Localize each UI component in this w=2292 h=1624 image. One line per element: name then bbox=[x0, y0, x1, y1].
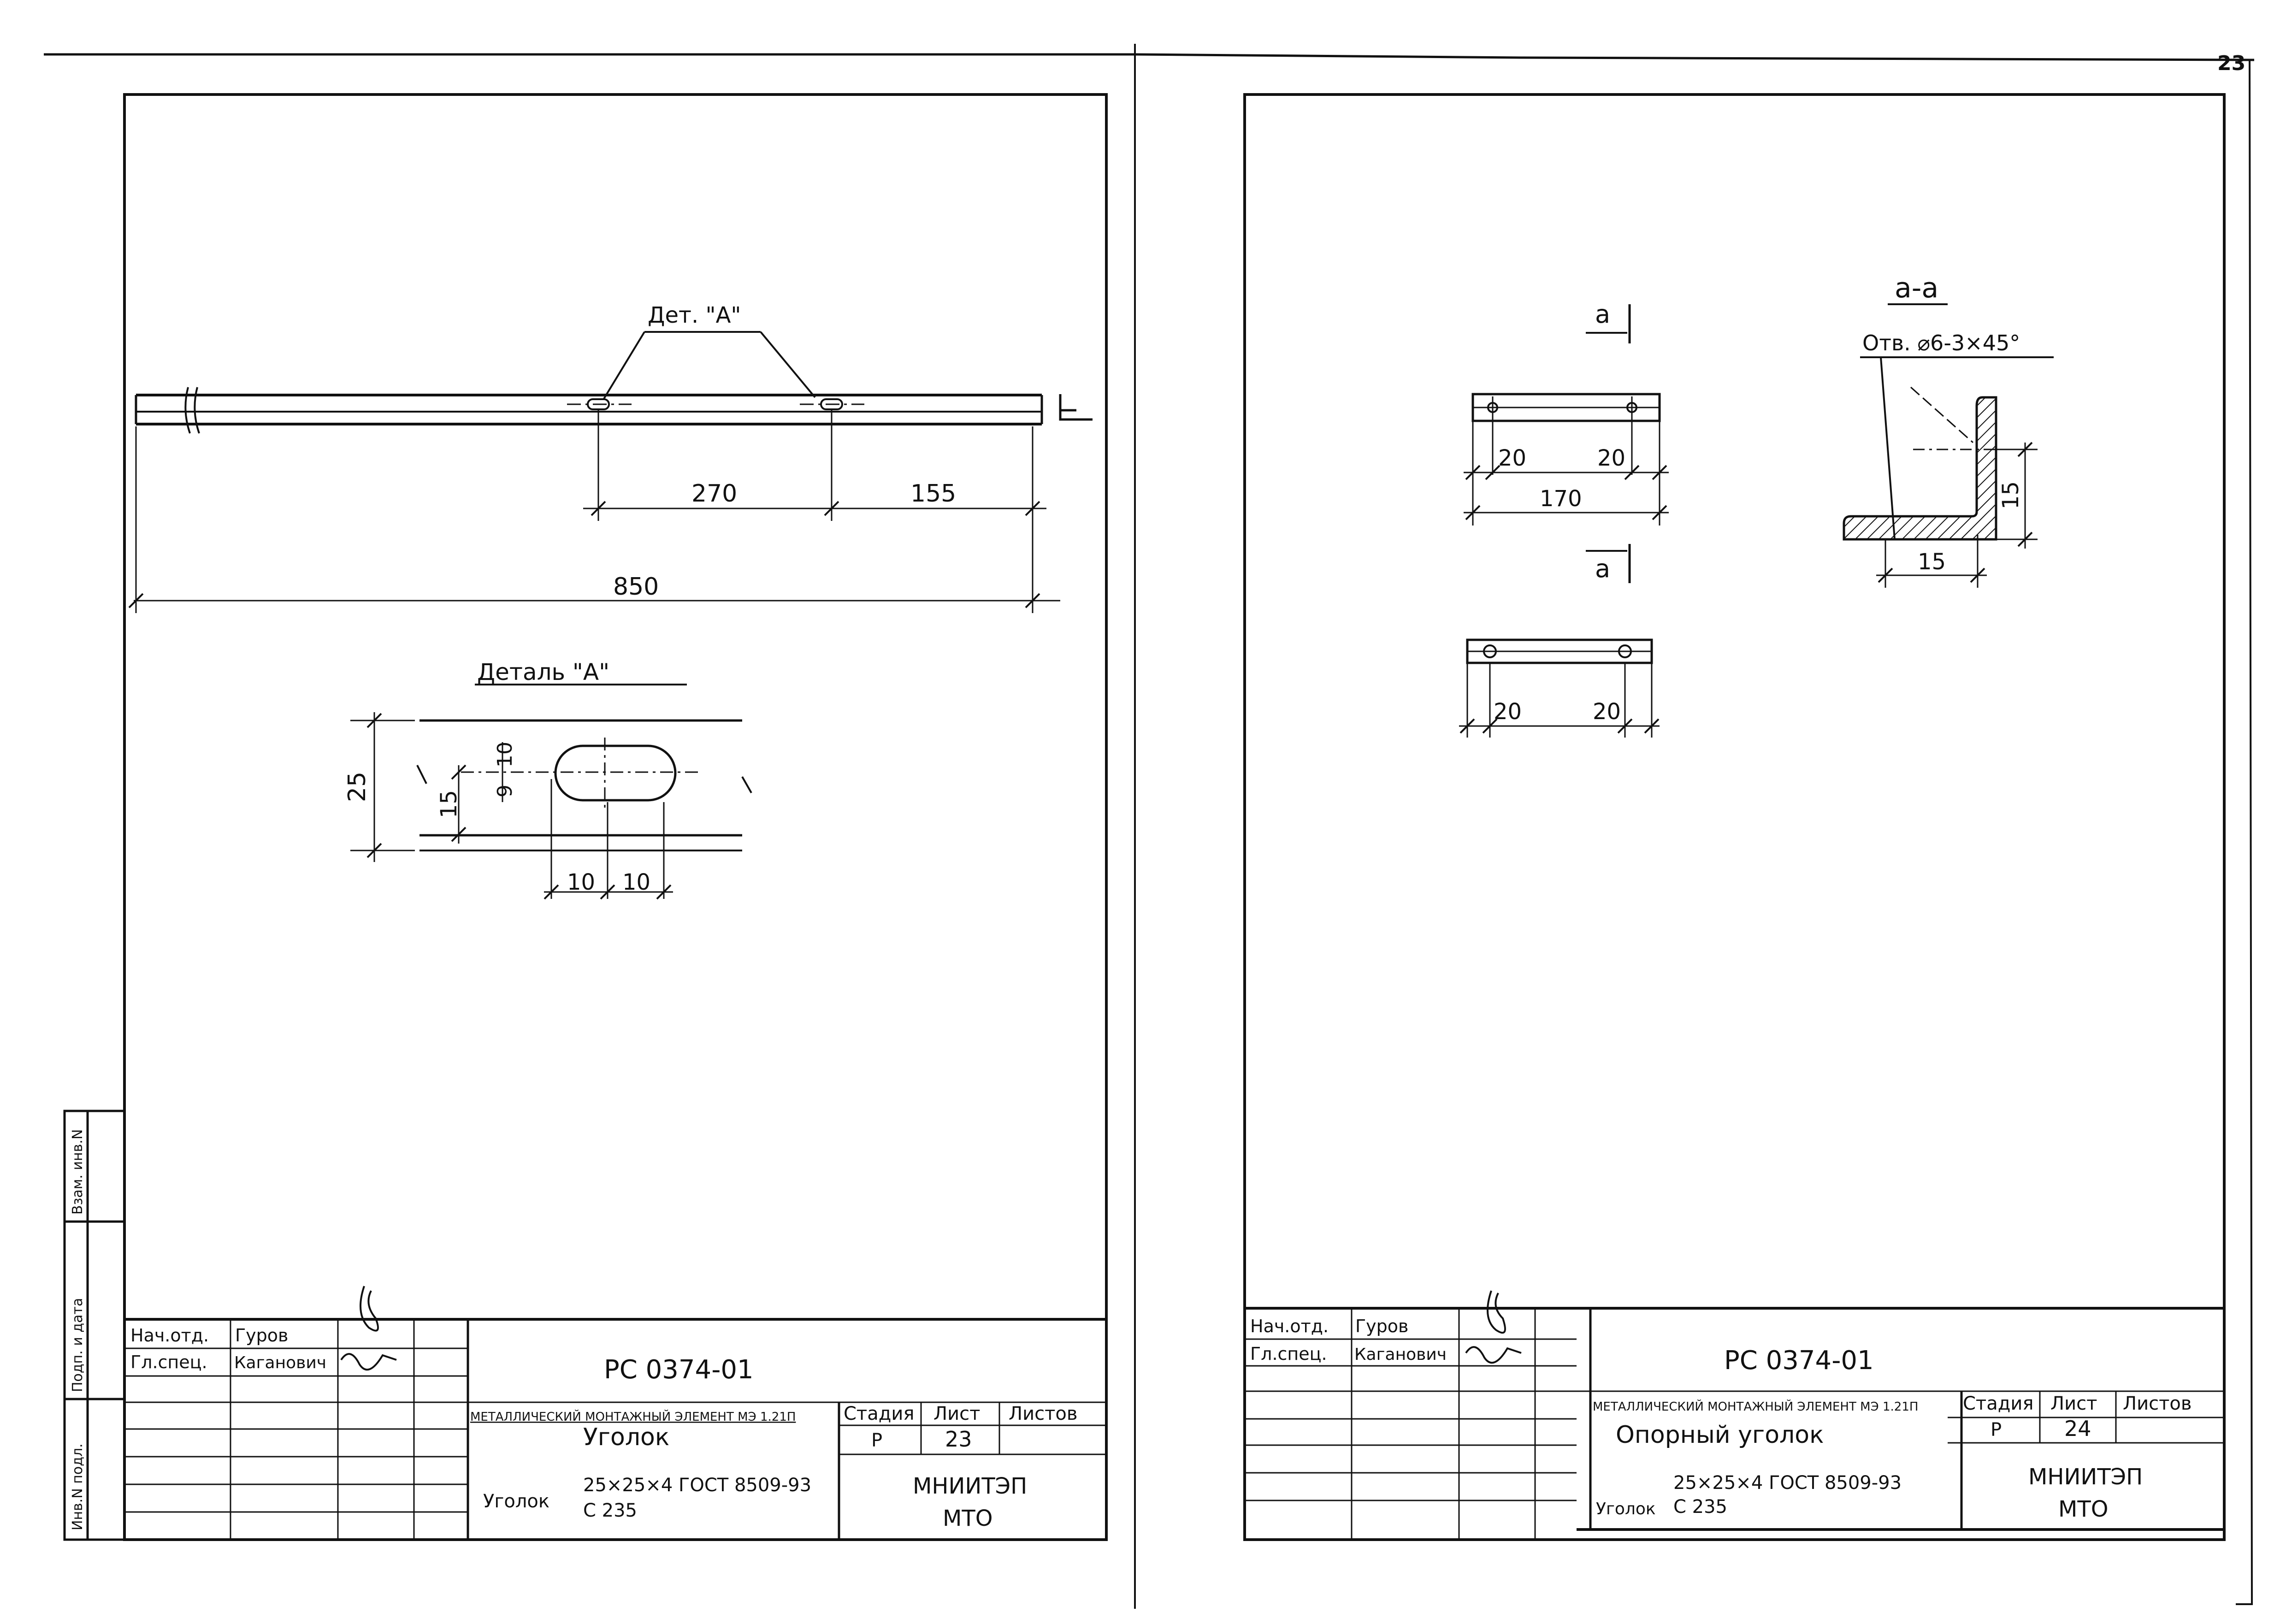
org-dept: МТО bbox=[943, 1506, 993, 1531]
right-title-block: Нач.отд. Гуров Гл.спец. Каганович РС 037… bbox=[1245, 1290, 2224, 1540]
right-sheet-frame bbox=[1243, 93, 2226, 1541]
dim-155: 155 bbox=[910, 480, 956, 508]
signature-mark-r bbox=[1465, 1290, 1522, 1364]
header-sheet: Лист bbox=[933, 1403, 980, 1424]
dim-20-left: 20 bbox=[1498, 445, 1526, 471]
dim-9: 9 bbox=[493, 785, 517, 797]
dim-170: 170 bbox=[1540, 486, 1582, 512]
section-title: а-а bbox=[1895, 272, 1938, 304]
dim-20-right: 20 bbox=[1597, 445, 1625, 471]
section-mark-bottom: а bbox=[1595, 554, 1610, 583]
bolt-hole-elev-2 bbox=[1618, 644, 1632, 658]
header-sheets: Листов bbox=[1009, 1403, 1077, 1424]
section-marks: а а bbox=[1586, 300, 1631, 583]
dim-10-a: 10 bbox=[567, 869, 595, 895]
angle-bar-elevation bbox=[135, 387, 1093, 434]
dim-10-b: 10 bbox=[622, 869, 650, 895]
part-name: Уголок bbox=[583, 1423, 669, 1451]
element-name-r: МЕТАЛЛИЧЕСКИЙ МОНТАЖНЫЙ ЭЛЕМЕНТ МЭ 1.21П bbox=[1593, 1399, 1918, 1414]
org-dept-r: МТО bbox=[2058, 1496, 2109, 1522]
profile-spec-r: 25×25×4 ГОСТ 8509-93 bbox=[1673, 1472, 1902, 1494]
dim-25: 25 bbox=[343, 772, 371, 802]
detail-break-marks bbox=[416, 765, 752, 793]
side-label-replace-inv: Взам. инв.N bbox=[70, 1129, 86, 1215]
callout-leader bbox=[603, 331, 816, 400]
header-sheet-r: Лист bbox=[2050, 1393, 2097, 1414]
material-label-r: Уголок bbox=[1596, 1500, 1656, 1518]
sheet-frames: 23 bbox=[44, 44, 2255, 1609]
bar-dimensions: 270 155 850 bbox=[128, 410, 1060, 613]
steel-grade: С 235 bbox=[583, 1500, 637, 1521]
doc-code-r: РС 0374-01 bbox=[1724, 1346, 1874, 1376]
element-name: МЕТАЛЛИЧЕСКИЙ МОНТАЖНЫЙ ЭЛЕМЕНТ МЭ 1.21П bbox=[470, 1409, 796, 1424]
name-kaganovich: Каганович bbox=[234, 1353, 326, 1372]
break-mark bbox=[184, 387, 200, 434]
stage-value-r: Р bbox=[1991, 1419, 2002, 1441]
section-mark-top: а bbox=[1595, 300, 1610, 329]
detail-slot bbox=[554, 744, 677, 802]
role-head-dept-r: Нач.отд. bbox=[1250, 1316, 1329, 1336]
signature-mark bbox=[340, 1286, 397, 1371]
dim-20-elev-left: 20 bbox=[1494, 699, 1522, 725]
name-gurov-r: Гуров bbox=[1355, 1316, 1408, 1336]
left-side-strip: Взам. инв.N Подп. и дата Инв.N подл. bbox=[63, 1110, 126, 1541]
hole-note: Отв. ⌀6-3×45° bbox=[1862, 331, 2020, 355]
org-name-r: МНИИТЭП bbox=[2028, 1464, 2143, 1490]
dim-15-horizontal: 15 bbox=[1918, 549, 1946, 575]
angle-cross-section bbox=[1843, 396, 1997, 541]
side-label-inv-no: Инв.N подл. bbox=[70, 1443, 86, 1530]
angle-section-symbol bbox=[1059, 394, 1093, 421]
stage-value: Р bbox=[871, 1430, 882, 1451]
detail-callout: Дет. "А" bbox=[603, 302, 816, 400]
right-trim-line bbox=[2236, 59, 2253, 1605]
doc-code: РС 0374-01 bbox=[604, 1355, 754, 1385]
section-a-a: а-а Отв. ⌀6-3×45° 15 15 bbox=[1843, 272, 2054, 588]
sheet-number: 23 bbox=[945, 1427, 972, 1452]
bolt-hole-elev-1 bbox=[1483, 644, 1497, 658]
sheet-number-r: 24 bbox=[2064, 1416, 2091, 1441]
dim-270: 270 bbox=[691, 480, 737, 508]
part-name-r: Опорный уголок bbox=[1616, 1421, 1824, 1449]
detail-a: Деталь "А" 10 10 25 15 9 bbox=[343, 659, 752, 900]
name-kaganovich-r: Каганович bbox=[1354, 1345, 1447, 1364]
role-chief-spec: Гл.спец. bbox=[130, 1352, 207, 1372]
detail-callout-label: Дет. "А" bbox=[648, 302, 741, 328]
role-head-dept: Нач.отд. bbox=[130, 1325, 209, 1346]
right-drawing: 20 20 170 а а а-а Отв. ⌀6-3×45° 15 bbox=[1459, 272, 2054, 738]
steel-grade-r: С 235 bbox=[1673, 1496, 1727, 1518]
left-drawing: Дет. "А" 270 155 850 Деталь "А" bbox=[128, 302, 1093, 900]
org-name: МНИИТЭП bbox=[913, 1473, 1027, 1499]
dim-10-c: 10 bbox=[493, 742, 517, 768]
left-title-block: Нач.отд. Гуров Гл.спец. Каганович РС 037… bbox=[124, 1286, 1106, 1540]
dim-850: 850 bbox=[613, 573, 659, 601]
support-angle-elevation: 20 20 bbox=[1459, 638, 1660, 738]
role-chief-spec-r: Гл.спец. bbox=[1250, 1344, 1327, 1364]
header-stage-r: Стадия bbox=[1963, 1393, 2033, 1414]
material-label: Уголок bbox=[483, 1491, 549, 1512]
name-gurov: Гуров bbox=[235, 1325, 288, 1346]
page-number: 23 bbox=[2217, 52, 2245, 75]
top-trim-line bbox=[44, 53, 2255, 61]
detail-a-title: Деталь "А" bbox=[477, 659, 609, 685]
dim-15-vertical: 15 bbox=[1998, 481, 2024, 509]
support-angle-plan: 20 20 170 bbox=[1464, 393, 1669, 526]
side-label-sign-date: Подп. и дата bbox=[70, 1298, 86, 1392]
header-stage: Стадия bbox=[844, 1403, 914, 1424]
dim-15: 15 bbox=[436, 790, 462, 818]
header-sheets-r: Листов bbox=[2123, 1393, 2192, 1414]
dim-20-elev-right: 20 bbox=[1593, 699, 1621, 725]
left-sheet-frame bbox=[123, 93, 1108, 1541]
profile-spec: 25×25×4 ГОСТ 8509-93 bbox=[583, 1475, 811, 1496]
